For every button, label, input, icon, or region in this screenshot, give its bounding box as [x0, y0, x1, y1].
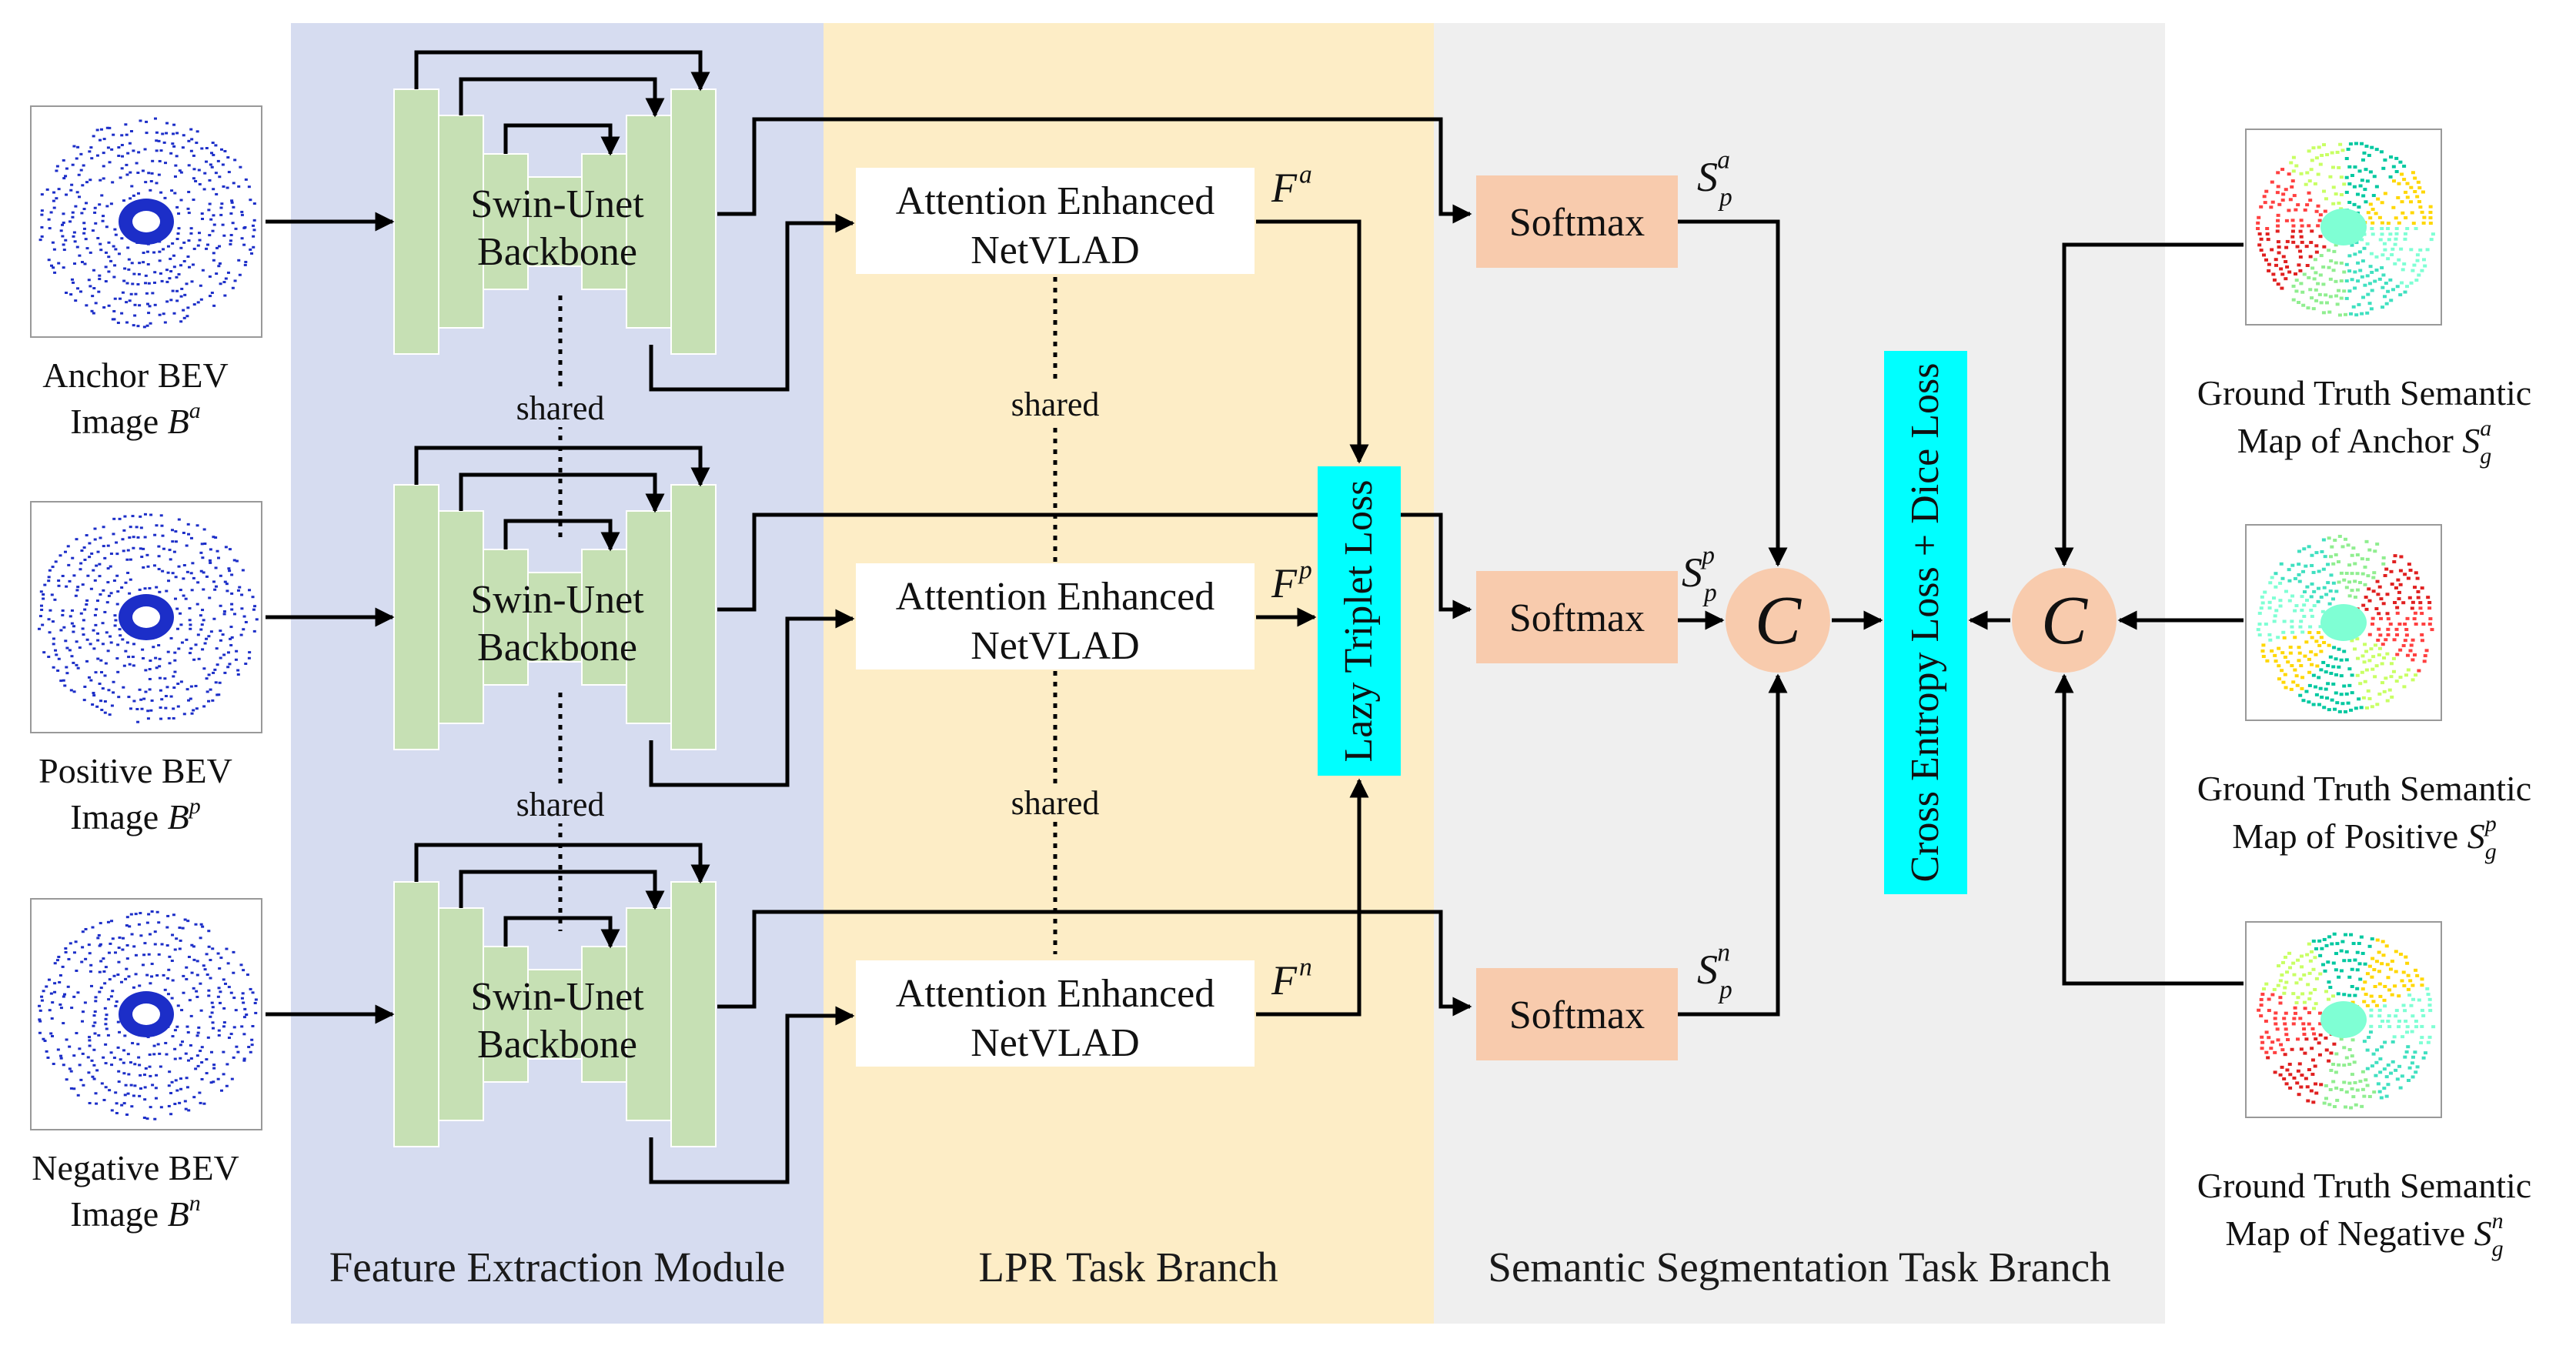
backbone-to-netvlad-arrow — [649, 213, 855, 392]
concat-circle-ground-truth — [2012, 568, 2117, 673]
backbone-label-line1: Swin-Unet — [470, 975, 644, 1019]
gt-caption-line2: Map of Anchor Sga — [2237, 416, 2492, 469]
feature-symbol: Fp — [1271, 556, 1312, 606]
netvlad-label-line1: Attention Enhanced — [896, 179, 1214, 223]
ground-truth-map-1 — [2245, 524, 2442, 721]
softmax-box — [1476, 175, 1678, 268]
concat-symbol: C — [2041, 583, 2088, 659]
prediction-symbol: Spn — [1697, 938, 1732, 1004]
input-caption-line2: Image Ba — [70, 398, 201, 441]
seg-loss-box — [1884, 351, 1967, 894]
netvlad-label-line1: Attention Enhanced — [896, 972, 1214, 1016]
backbone-to-netvlad-arrow — [649, 1006, 855, 1184]
region-label-feature: Feature Extraction Module — [329, 1244, 786, 1291]
shared-label: shared — [1011, 386, 1100, 423]
softmax-label: Softmax — [1509, 993, 1645, 1037]
netvlad-box — [856, 168, 1255, 274]
input-caption-line1: Anchor BEV — [42, 356, 228, 395]
shared-label: shared — [516, 389, 605, 427]
swin-unet-backbone — [393, 88, 717, 355]
netvlad-label-line2: NetVLAD — [971, 624, 1140, 668]
feature-symbol: Fn — [1271, 953, 1312, 1003]
gt-caption-line2: Map of Negative Sgn — [2225, 1208, 2503, 1261]
skip-connection-outer — [414, 50, 710, 92]
backbone-label-line2: Backbone — [477, 230, 637, 274]
lazy-triplet-loss-label: Lazy Triplet Loss — [1337, 480, 1381, 763]
ground-truth-map-2 — [2245, 921, 2442, 1118]
gt-a-to-concat-arrow — [2054, 242, 2244, 567]
input-caption-line2: Image Bn — [70, 1190, 201, 1234]
softmax-box — [1476, 968, 1678, 1060]
softmax-label: Softmax — [1509, 201, 1645, 245]
gt-caption-line1: Ground Truth Semantic — [2197, 1166, 2531, 1205]
feature-symbol: Fa — [1271, 161, 1312, 211]
softmax-box — [1476, 571, 1678, 663]
netvlad-label-line1: Attention Enhanced — [896, 575, 1214, 619]
gt-caption-line2: Map of Positive Sgp — [2232, 811, 2496, 864]
backbone-to-softmax-arrow — [717, 910, 1472, 1017]
bev-image-2 — [30, 898, 262, 1130]
skip-connection-inner — [503, 916, 620, 949]
skip-connection-inner — [503, 123, 620, 156]
feature-a-to-triplet-arrow — [1256, 219, 1369, 464]
region-label-lpr: LPR Task Branch — [978, 1244, 1278, 1291]
bev-image-1 — [30, 501, 262, 733]
softmax-a-to-concat-arrow — [1678, 219, 1788, 567]
gt-n-to-concat-arrow — [2054, 673, 2244, 986]
concat-symbol: C — [1755, 583, 1802, 659]
softmax-label: Softmax — [1509, 596, 1645, 640]
backbone-label-line2: Backbone — [477, 1023, 637, 1067]
prediction-symbol: Spa — [1697, 145, 1732, 212]
input-caption-line2: Image Bp — [70, 793, 201, 836]
prediction-symbol: Spp — [1682, 541, 1717, 607]
input-caption-line1: Positive BEV — [38, 751, 232, 790]
gt-caption-line1: Ground Truth Semantic — [2197, 373, 2531, 412]
lazy-triplet-loss-box — [1318, 466, 1401, 776]
backbone-label-line1: Swin-Unet — [470, 578, 644, 622]
bev-image-0 — [30, 105, 262, 338]
netvlad-label-line2: NetVLAD — [971, 1021, 1140, 1065]
input-caption-line1: Negative BEV — [32, 1148, 239, 1187]
backbone-label-line2: Backbone — [477, 626, 637, 669]
seg-loss-label: Cross Entropy Loss + Dice Loss — [1903, 363, 1947, 883]
backbone-to-netvlad-arrow — [649, 609, 855, 787]
shared-label: shared — [516, 786, 605, 823]
backbone-to-softmax-arrow — [717, 513, 1472, 619]
backbone-to-softmax-arrow — [717, 117, 1472, 224]
gt-caption-line1: Ground Truth Semantic — [2197, 769, 2531, 808]
concat-circle-prediction — [1726, 568, 1830, 673]
skip-connection-middle — [459, 870, 665, 910]
region-label-semantic: Semantic Segmentation Task Branch — [1488, 1244, 2110, 1291]
shared-label: shared — [1011, 784, 1100, 822]
skip-connection-middle — [459, 472, 665, 513]
netvlad-box — [856, 960, 1255, 1067]
skip-connection-middle — [459, 77, 665, 118]
netvlad-box — [856, 563, 1255, 669]
feature-n-to-triplet-arrow — [1256, 778, 1369, 1017]
skip-connection-inner — [503, 519, 620, 552]
softmax-n-to-concat-arrow — [1678, 673, 1788, 1017]
backbone-label-line1: Swin-Unet — [470, 182, 644, 226]
netvlad-label-line2: NetVLAD — [971, 229, 1140, 272]
ground-truth-map-0 — [2245, 129, 2442, 326]
